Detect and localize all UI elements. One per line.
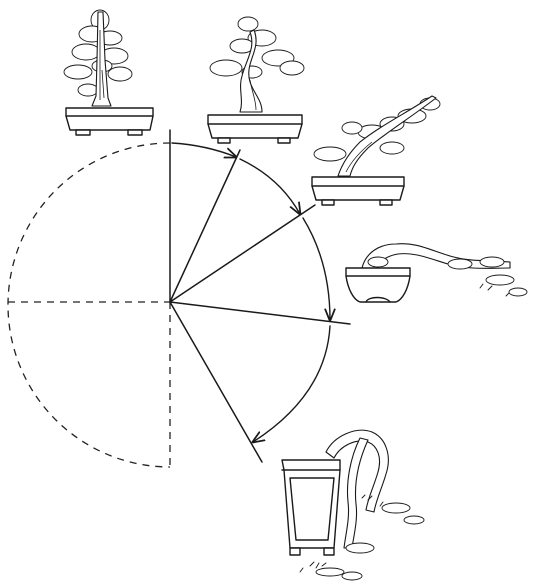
angle-arc xyxy=(172,143,330,442)
arc-slanting-to-semi-cascade xyxy=(303,218,330,320)
semi-cascade-bonsai xyxy=(346,244,527,302)
slanting-trunk xyxy=(338,96,436,176)
informal-upright-pot xyxy=(208,115,302,138)
arc-informal-to-slanting xyxy=(240,159,300,214)
ray-semi-cascade xyxy=(170,302,350,324)
arc-formal-to-informal xyxy=(172,143,236,157)
slanting-bonsai xyxy=(312,96,440,205)
guide-circle xyxy=(8,143,170,467)
slanting-pot xyxy=(312,177,404,200)
arc-semi-cascade-to-cascade xyxy=(253,326,330,442)
formal-upright-bonsai xyxy=(64,10,153,135)
informal-upright-bonsai xyxy=(208,17,304,143)
formal-upright-pot xyxy=(66,108,153,130)
cascade-bonsai xyxy=(282,430,424,580)
dashed-left-arc xyxy=(8,143,170,467)
ray-cascade xyxy=(170,302,262,462)
informal-upright-foliage xyxy=(210,17,304,78)
